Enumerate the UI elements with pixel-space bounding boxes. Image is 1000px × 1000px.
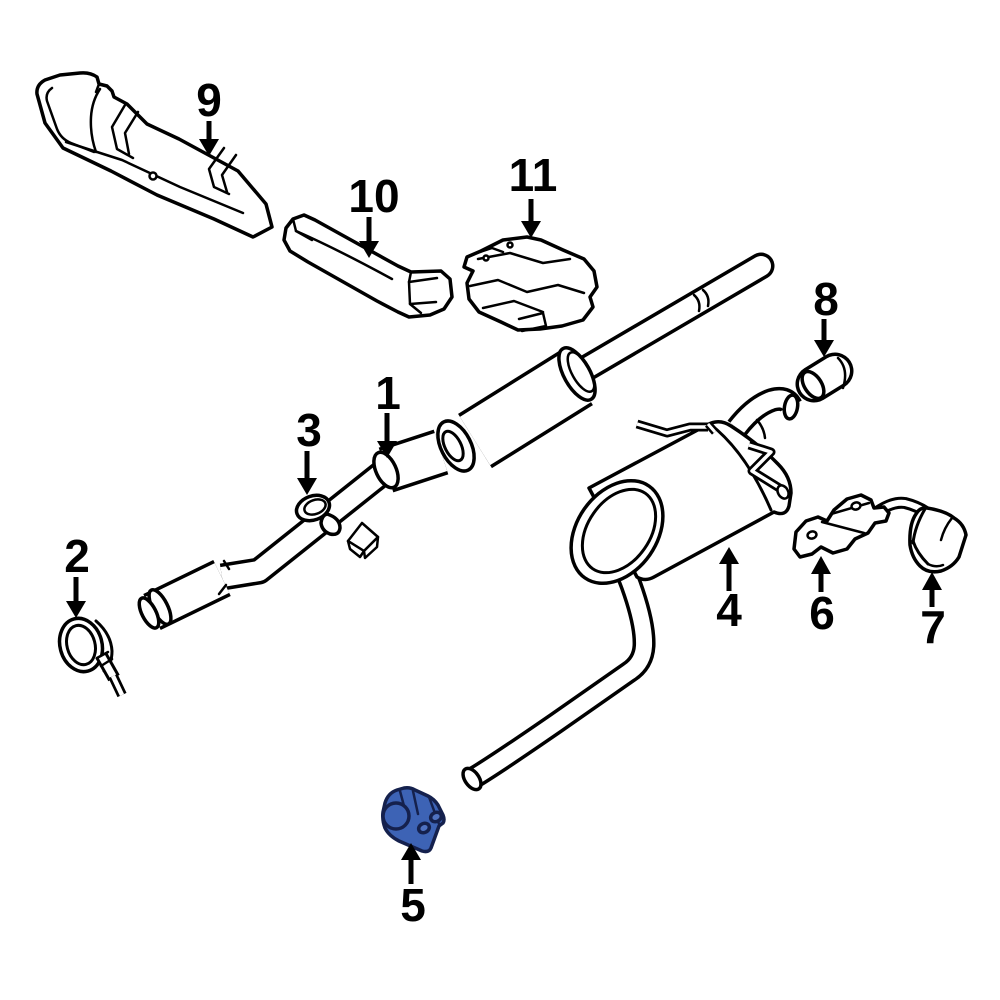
arrow-down-icon bbox=[814, 340, 834, 357]
callout-label: 9 bbox=[196, 74, 222, 126]
callout-label: 8 bbox=[813, 273, 839, 325]
part-5-clamp-highlighted[interactable] bbox=[381, 786, 446, 854]
bracket-hole bbox=[806, 530, 818, 540]
pipe-bracket-block bbox=[346, 521, 380, 560]
callout-9[interactable]: 9 bbox=[196, 74, 222, 156]
arrow-down-icon bbox=[199, 139, 219, 156]
arrow-down-icon bbox=[521, 221, 541, 238]
part-7-exhaust-tip bbox=[908, 506, 968, 574]
callout-4[interactable]: 4 bbox=[716, 547, 742, 636]
bracket-hole bbox=[850, 501, 862, 511]
callout-8[interactable]: 8 bbox=[813, 273, 839, 357]
callout-6[interactable]: 6 bbox=[809, 556, 835, 639]
part-4-rear-muffler bbox=[461, 386, 802, 792]
clamp-bolt-hole bbox=[416, 821, 432, 835]
callout-label: 7 bbox=[920, 601, 946, 653]
callout-label: 2 bbox=[64, 530, 90, 582]
part-6-support-bracket bbox=[792, 493, 930, 559]
part-8-mount-bushing bbox=[795, 352, 854, 403]
arrow-up-icon bbox=[922, 572, 942, 590]
arrow-down-icon bbox=[359, 241, 379, 258]
callout-label: 6 bbox=[809, 587, 835, 639]
arrow-down-icon bbox=[297, 478, 317, 495]
callout-3[interactable]: 3 bbox=[296, 404, 322, 495]
callout-label: 11 bbox=[509, 149, 558, 201]
callout-10[interactable]: 10 bbox=[348, 170, 400, 258]
clamp-eye-face bbox=[381, 801, 411, 831]
muffler-end-face bbox=[569, 478, 665, 586]
part-1-exhaust-pipe-resonator bbox=[137, 252, 775, 630]
arrow-up-icon bbox=[719, 547, 739, 564]
callout-label: 3 bbox=[296, 404, 322, 456]
arrow-down-icon bbox=[377, 441, 397, 458]
callouts: 1 2 3 4 5 6 7 bbox=[64, 74, 946, 931]
part-2-clamp bbox=[57, 616, 127, 698]
callout-7[interactable]: 7 bbox=[920, 572, 946, 653]
shield-hole bbox=[506, 241, 514, 249]
downpipe-end-face bbox=[461, 766, 483, 792]
callout-label: 4 bbox=[716, 584, 742, 636]
bushing-end-face bbox=[800, 369, 826, 401]
part-9-heat-shield bbox=[35, 71, 274, 239]
callout-11[interactable]: 11 bbox=[509, 149, 558, 238]
shield-hole bbox=[148, 171, 158, 181]
callout-label: 10 bbox=[348, 170, 399, 222]
tail-stub-end-face bbox=[782, 393, 800, 421]
part-3-hanger-mount bbox=[294, 493, 342, 537]
flange-ring bbox=[436, 419, 476, 473]
arrow-down-icon bbox=[66, 601, 86, 618]
callout-5[interactable]: 5 bbox=[400, 843, 426, 931]
pipe-end-face bbox=[137, 596, 161, 630]
callout-label: 5 bbox=[400, 879, 426, 931]
arrow-up-icon bbox=[811, 556, 831, 574]
callout-2[interactable]: 2 bbox=[64, 530, 90, 618]
shield-hole bbox=[482, 254, 490, 262]
callout-label: 1 bbox=[375, 367, 401, 419]
callout-1[interactable]: 1 bbox=[375, 367, 401, 458]
clamp-bolt-hole bbox=[428, 810, 444, 824]
sleeve-end-face bbox=[372, 450, 400, 490]
part-10-heat-shield bbox=[282, 213, 454, 319]
part-11-heat-shield bbox=[462, 235, 599, 333]
arrow-up-icon bbox=[401, 843, 421, 860]
